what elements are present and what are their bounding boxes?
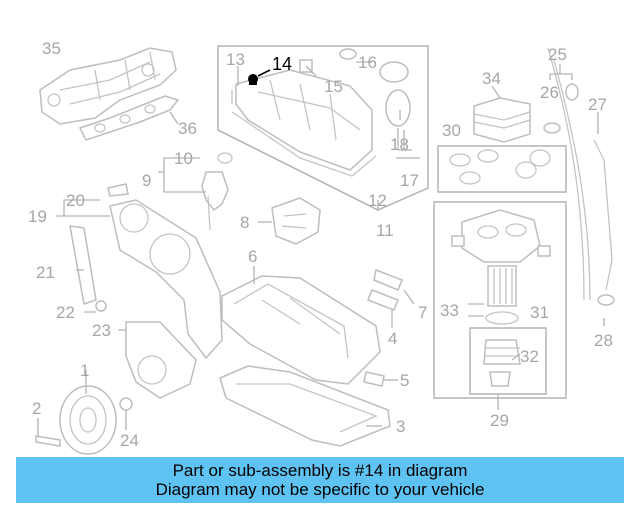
callout-13: 13 [226,50,245,69]
callout-33: 33 [440,301,459,320]
callout-16: 16 [358,53,377,72]
valve-cover-part [231,48,411,177]
callout-14: 14 [272,54,292,74]
part-14-highlighted-cap [248,69,271,85]
callout-4: 4 [388,329,397,348]
callout-1: 1 [80,361,89,380]
callout-29: 29 [490,411,509,430]
timing-cover-part [56,183,223,399]
callout-15: 15 [324,77,343,96]
callout-36: 36 [178,119,197,138]
oil-filter-group-box [433,201,567,399]
crank-pulley-part [35,370,133,455]
callout-18: 18 [390,135,409,154]
callout-11: 11 [376,221,394,240]
bracket-parts [367,268,415,328]
callout-31: 31 [530,303,549,322]
callout-9: 9 [142,171,151,190]
callout-2: 2 [32,399,41,418]
part-8-housing [258,197,321,245]
callout-35: 35 [42,39,61,58]
valve-cover-group-box [217,45,429,211]
banner-line-1: Part or sub-assembly is #14 in diagram [172,461,468,480]
callout-26: 26 [540,83,559,102]
callout-20: 20 [66,191,85,210]
callout-17: 17 [400,171,419,190]
dipstick-part [543,47,615,326]
part-30-box [437,145,567,193]
filter-cap-part [483,339,521,387]
upper-oil-pan-part [221,266,381,385]
oil-filter-element-part [468,265,519,325]
callout-27: 27 [588,95,607,114]
callout-3: 3 [396,417,405,436]
callout-7: 7 [418,303,427,322]
part-info-banner: Part or sub-assembly is #14 in diagram D… [16,457,624,503]
parts-diagram: 35 36 13 14 15 16 18 17 12 11 10 9 20 19… [28,39,615,455]
callout-10: 10 [174,149,193,168]
callout-23: 23 [92,321,111,340]
callout-24: 24 [120,431,139,450]
oil-cooler-part [473,85,531,143]
part-31-box [469,327,547,395]
callout-19: 19 [28,207,47,226]
callout-28: 28 [594,331,613,350]
intake-manifold-part [39,47,177,125]
callout-32: 32 [520,347,539,366]
callout-6: 6 [248,247,257,266]
banner-line-2: Diagram may not be specific to your vehi… [155,480,485,499]
filter-housing-part [451,209,551,263]
oil-pump-part [158,152,233,231]
drain-plug-part [363,371,398,387]
lower-oil-pan-part [219,365,391,447]
callout-22: 22 [56,303,75,322]
callout-25: 25 [548,45,567,64]
gasket-set-30 [449,149,551,185]
callout-8: 8 [240,213,249,232]
callout-12: 12 [368,191,387,210]
manifold-gasket-part [78,95,180,141]
callout-21: 21 [36,263,55,282]
callout-30: 30 [442,121,461,140]
callout-34: 34 [482,69,501,88]
callout-5: 5 [400,371,409,390]
